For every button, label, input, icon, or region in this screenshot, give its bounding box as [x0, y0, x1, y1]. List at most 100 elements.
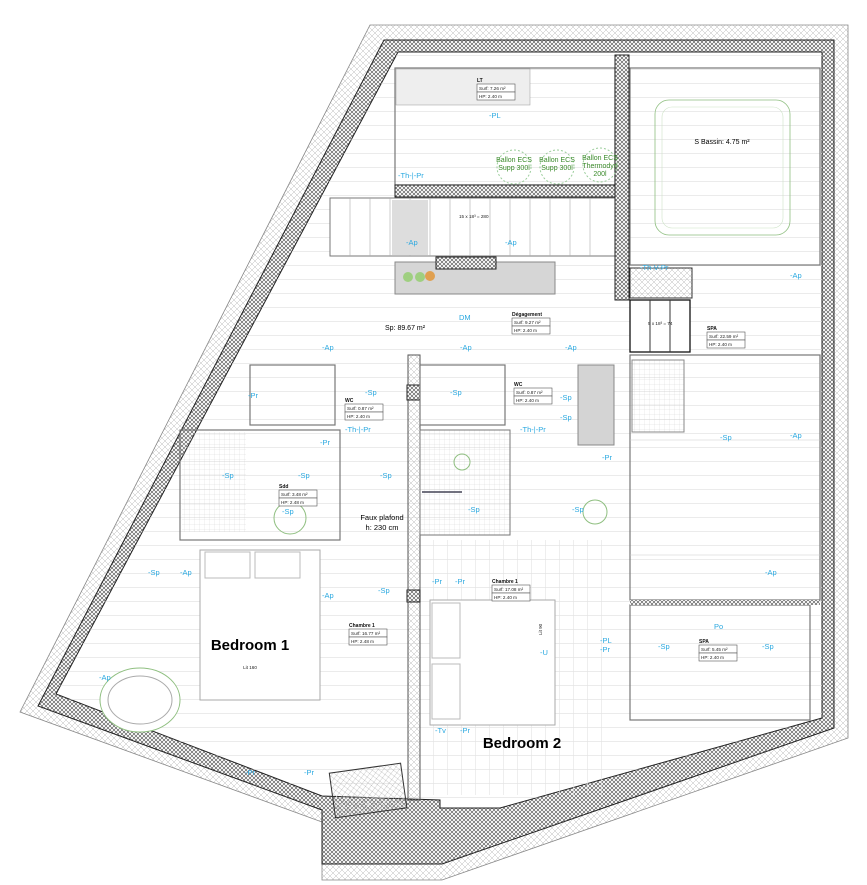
- annotation-tag: -Ap: [322, 343, 334, 352]
- annotation-tag: -Ap: [765, 568, 777, 577]
- tank-label: 200l: [593, 171, 607, 178]
- annotation-tag: -PL: [600, 636, 612, 645]
- room-name: WC: [514, 382, 523, 388]
- annotation-tag: -Pr: [304, 768, 315, 777]
- room-name: Sdd: [279, 484, 288, 490]
- annotation-tag: -Pr: [432, 577, 443, 586]
- annotation-tag: -Pr: [602, 453, 613, 462]
- room-name: Dégagement: [512, 312, 542, 318]
- annotation-tag: -Ap: [505, 238, 517, 247]
- room-info-box: [491, 592, 531, 602]
- room-height: HP: 2.40 m: [479, 94, 502, 99]
- pool-area-label: S Bassin: 4.75 m²: [694, 139, 750, 146]
- room-name: SPA: [699, 639, 709, 645]
- annotation-tag: -Sp: [380, 471, 392, 480]
- annotation-tag: -Sp: [720, 433, 732, 442]
- room-surface: Surf: 0.87 m²: [347, 406, 374, 411]
- room-info-box: [513, 395, 553, 405]
- annotation-tag: -Sp: [282, 507, 294, 516]
- annotation-tag: -Pr: [320, 438, 331, 447]
- bed-1-size: Lit 160: [243, 665, 257, 670]
- false-ceiling-label: Faux plafond: [360, 513, 403, 522]
- interior-walls: [99, 54, 821, 819]
- room-surface: Surf: 9.27 m²: [514, 320, 541, 325]
- room-height: HP: 2.40 m: [347, 414, 370, 419]
- annotation-tag: -Pr: [460, 726, 471, 735]
- room-info-box: [698, 652, 738, 662]
- tank-label: Ballon ECS: [582, 155, 618, 162]
- annotation-tag: -Th-|-Pr: [345, 425, 371, 434]
- room-info-box: [511, 325, 551, 335]
- annotation-tag: -Sp: [148, 568, 160, 577]
- annotation-tag: -Ap: [406, 238, 418, 247]
- tank-label: Thermodyn: [582, 163, 618, 170]
- bed-2-size: Lit 90: [538, 623, 543, 635]
- room-name: LT: [477, 78, 483, 84]
- room-surface: Surf: 17.08 m²: [494, 587, 524, 592]
- annotation-tag: -Ap: [790, 271, 802, 280]
- room-surface: Surf: 16.77 m²: [351, 631, 381, 636]
- annotation-tag: -PL: [489, 111, 501, 120]
- annotation-tag: Po: [714, 622, 723, 631]
- annotation-tag: -Ap: [322, 591, 334, 600]
- annotation-tag: -Ap: [790, 431, 802, 440]
- tank-label: Supp 300l: [498, 165, 530, 172]
- room-name: Chambre 1: [492, 579, 518, 585]
- tank-label: Supp 300l: [541, 165, 573, 172]
- annotation-tag: -Sp: [468, 505, 480, 514]
- water-tank: [539, 149, 575, 185]
- dm-tag: DM: [459, 313, 471, 322]
- annotation-tag: -Sp: [560, 413, 572, 422]
- room-height: HP: 2.40 m: [494, 595, 517, 600]
- annotation-tag: -Th-|-Pr: [398, 171, 424, 180]
- room-info-box: [348, 636, 388, 646]
- annotation-tag: -Sp: [762, 642, 774, 651]
- room-surface: Surf: 3.48 m²: [281, 492, 308, 497]
- annotation-tag: -Ap: [99, 673, 111, 682]
- bedroom-2-label: Bedroom 2: [483, 735, 561, 752]
- water-tank: [582, 147, 618, 183]
- room-info-box: [706, 339, 746, 349]
- annotation-tag: -Sp: [298, 471, 310, 480]
- annotation-tag: -Pr: [455, 577, 466, 586]
- bedroom-1-label: Bedroom 1: [211, 637, 289, 654]
- annotation-tag: -Sp: [572, 505, 584, 514]
- annotation-tag: -Ap: [565, 343, 577, 352]
- room-surface: Surf: 7.26 m²: [479, 86, 506, 91]
- annotation-tag: -Sp: [658, 642, 670, 651]
- annotation-tag: -Pr: [600, 645, 611, 654]
- room-name: Chambre 1: [349, 623, 375, 629]
- room-name: WC: [345, 398, 354, 404]
- room-name: SPA: [707, 326, 717, 332]
- room-height: HP: 2.40 m: [514, 328, 537, 333]
- room-surface: Surf: 0.87 m²: [516, 390, 543, 395]
- room-height: HP: 2.40 m: [701, 655, 724, 660]
- room-surface: Surf: 5.45 m²: [701, 647, 728, 652]
- annotation-tag: -Th-|-Pr: [520, 425, 546, 434]
- annotation-tag: -Sp: [378, 586, 390, 595]
- annotation-tag: -Pr: [248, 391, 259, 400]
- room-height: HP: 2.48 m: [351, 639, 374, 644]
- false-ceiling-height: h: 230 cm: [366, 523, 399, 532]
- room-height: HP: 2.40 m: [516, 398, 539, 403]
- room-height: HP: 2.48 m: [281, 500, 304, 505]
- total-area-label: Sp: 89.67 m²: [385, 325, 426, 332]
- annotation-tag: -Sp: [222, 471, 234, 480]
- annotation-tag: -Sp: [365, 388, 377, 397]
- stairs-right-label: 5 x 18³ = 74: [648, 321, 673, 326]
- annotation-tag: -Pr: [245, 768, 256, 777]
- annotation-tag: -Th-V-Pr: [640, 263, 669, 272]
- annotation-tag: -Ap: [180, 568, 192, 577]
- room-surface: Surf: 22.59 m²: [709, 334, 739, 339]
- water-tank: [496, 149, 532, 185]
- annotation-tag: -Sp: [560, 393, 572, 402]
- annotation-tag: -Tv: [435, 726, 446, 735]
- room-info-box: [344, 411, 384, 421]
- tank-label: Ballon ECS: [496, 157, 532, 164]
- annotation-tag: -U: [540, 648, 548, 657]
- stairs-main-label: 15 x 18³ = 280: [459, 214, 489, 219]
- annotation-tag: -Ap: [460, 343, 472, 352]
- tank-label: Ballon ECS: [539, 157, 575, 164]
- room-info-box: [278, 497, 318, 507]
